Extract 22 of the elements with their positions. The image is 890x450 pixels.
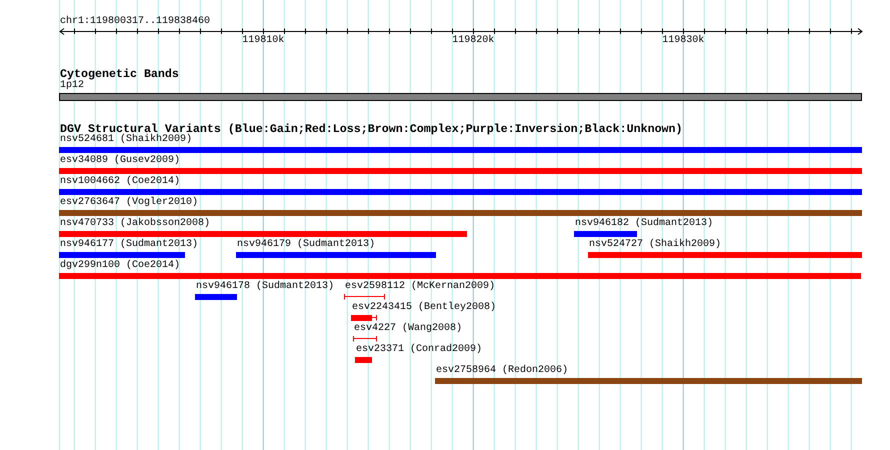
tick-label: 119830k xyxy=(662,35,704,47)
variant-label: nsv946178 (Sudmant2013) xyxy=(195,281,334,293)
variant-label: esv23371 (Conrad2009) xyxy=(355,344,482,356)
variant-label: nsv1004662 (Coe2014) xyxy=(59,176,180,188)
variant-label: nsv524681 (Shaikh2009) xyxy=(59,134,192,146)
variant-label: esv2243415 (Bentley2008) xyxy=(351,302,496,314)
variant-label: esv2763647 (Vogler2010) xyxy=(59,197,198,209)
variant-label: dgv299n100 (Coe2014) xyxy=(59,260,180,272)
band-label: 1p12 xyxy=(59,80,84,92)
tick-label: 119810k xyxy=(242,35,284,47)
variant-label: esv2598112 (McKernan2009) xyxy=(344,281,496,293)
variant-label: nsv470733 (Jakobsson2008) xyxy=(59,218,210,230)
variant-label: nsv946179 (Sudmant2013) xyxy=(236,239,376,251)
variant-label: nsv946182 (Sudmant2013) xyxy=(574,218,714,230)
variant-label: esv34089 (Gusev2009) xyxy=(59,155,180,167)
variant-label: nsv524727 (Shaikh2009) xyxy=(588,239,722,251)
tick-label: 119820k xyxy=(452,35,494,47)
region-coordinates: chr1:119800317..119838460 xyxy=(60,16,210,28)
variant-label: esv2758964 (Redon2006) xyxy=(435,365,568,377)
track-title: Cytogenetic Bands xyxy=(60,67,179,81)
variant-label: nsv946177 (Sudmant2013) xyxy=(59,239,198,251)
variant-label: esv4227 (Wang2008) xyxy=(353,323,462,335)
